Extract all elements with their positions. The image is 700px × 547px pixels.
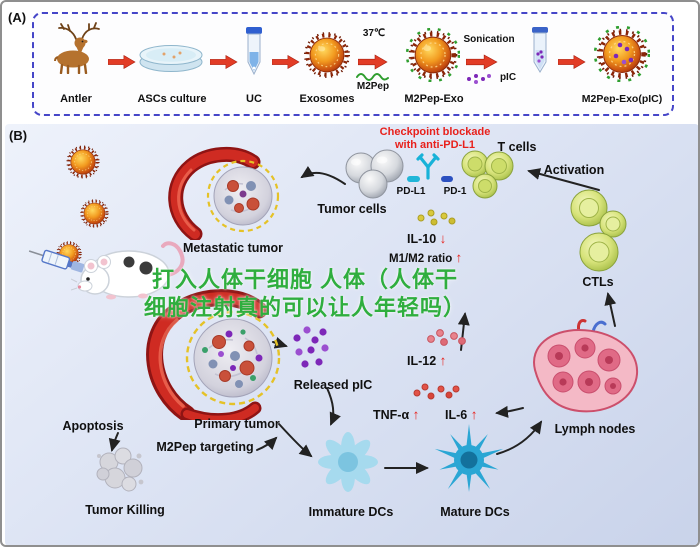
arrow-icon — [558, 54, 586, 70]
petri-dish-icon — [138, 42, 204, 74]
lymph-nodes-label: Lymph nodes — [554, 422, 636, 436]
m2pep-exo-pic-icon — [594, 26, 650, 82]
pd-1-label: PD-1 — [443, 186, 467, 197]
up-arrow-icon: ↑ — [412, 407, 420, 422]
exosome-particle-icon — [65, 144, 101, 180]
cytokine-dots-icon — [423, 327, 469, 351]
checkpoint-note-line2: with anti-PD-L1 — [394, 139, 476, 151]
cytokine-name: IL-10 — [407, 232, 437, 246]
cytokine-name: TNF-α — [373, 408, 410, 422]
mature-dc-icon — [431, 420, 507, 500]
up-arrow-icon: ↑ — [439, 353, 447, 368]
up-arrow-icon: ↑ — [470, 407, 478, 422]
mouse-icon — [71, 224, 191, 312]
tumor-cells-graphic — [339, 146, 413, 202]
watermark-line2: 细胞注射真的可以让人年轻吗） — [143, 295, 466, 320]
apoptotic-cell-icon — [89, 440, 151, 500]
arrow-icon — [272, 54, 300, 70]
cytokine-tnf-alpha: TNF-α ↑ — [373, 407, 419, 422]
cytokine-il-12: IL-12 ↑ — [407, 353, 446, 368]
m2pep-exo-icon — [406, 28, 460, 82]
down-arrow-icon: ↓ — [439, 231, 447, 246]
lymph-node-graphic — [521, 318, 649, 420]
primary-tumor-graphic — [135, 276, 307, 420]
m2pep-targeting-label: M2Pep targeting — [156, 440, 254, 454]
cytokine-name: IL-12 — [407, 354, 437, 368]
metastatic-tumor-label: Metastatic tumor — [182, 241, 284, 255]
anti-pd-l1-antibody-icon — [415, 152, 441, 180]
panel-a-tag: (A) — [8, 10, 27, 25]
cytokine-name: M1/M2 ratio — [389, 253, 453, 265]
tumor-killing-label: Tumor Killing — [85, 503, 165, 517]
cytokine-dots-icon — [409, 381, 463, 405]
apoptosis-label: Apoptosis — [62, 419, 124, 433]
pd-1-molecule — [441, 176, 453, 182]
exosome-particle-icon — [79, 198, 110, 229]
cytokine-dots-icon — [413, 206, 459, 230]
step-label-m2pep-exo: M2Pep-Exo — [404, 93, 464, 105]
cytokine-il-6: IL-6 ↑ — [445, 407, 477, 422]
watermark-line1: 打入人体干细胞 人体（人体干 — [151, 267, 459, 292]
primary-tumor-label: Primary tumor — [194, 417, 280, 431]
arrow-icon — [108, 54, 136, 70]
checkpoint-note-line1: Checkpoint blockade — [379, 126, 491, 138]
step-label-m2pep-exo-pic: M2Pep-Exo(pIC) — [581, 93, 663, 105]
m2pep-squiggle-icon — [356, 70, 390, 82]
ctls-graphic — [559, 184, 635, 276]
ctls-label: CTLs — [582, 275, 614, 289]
step-label-ascs: ASCs culture — [137, 93, 207, 105]
pd-l1-molecule — [407, 176, 420, 182]
cytokine-m1-m2-ratio: M1/M2 ratio ↑ — [389, 250, 462, 265]
released-pic-dots-icon — [285, 322, 341, 378]
metastatic-tumor-graphic — [161, 144, 297, 240]
t-cells-label: T cells — [497, 140, 537, 154]
pic-dots-icon — [464, 72, 494, 86]
mature-dcs-label: Mature DCs — [440, 505, 510, 519]
centrifuge-tube-icon — [244, 26, 264, 76]
immature-dcs-label: Immature DCs — [308, 505, 394, 519]
temperature-label: 37℃ — [362, 28, 386, 39]
exosome-icon — [302, 30, 352, 80]
up-arrow-icon: ↑ — [455, 250, 463, 265]
deer-antler-icon — [46, 20, 104, 74]
arrow-icon — [466, 54, 498, 70]
panel-a: Antler ASCs culture UC — [32, 12, 674, 116]
arrow-icon — [210, 54, 238, 70]
cytokine-name: IL-6 — [445, 408, 468, 422]
pd-l1-label: PD-L1 — [396, 186, 426, 197]
syringe-icon — [24, 237, 89, 280]
arrow-icon — [358, 54, 388, 70]
released-pic-label: Released pIC — [293, 378, 373, 392]
panel-b: (B) — [5, 124, 698, 545]
t-cells-graphic — [455, 144, 523, 204]
step-label-uc: UC — [246, 93, 262, 105]
pic-label: pIC — [499, 72, 517, 83]
m2pep-label: M2Pep — [356, 81, 390, 92]
sonication-vial-icon — [528, 26, 552, 74]
cytokine-il-10: IL-10 ↓ — [407, 231, 446, 246]
watermark: 打入人体干细胞 人体（人体干 细胞注射真的可以让人年轻吗） — [60, 266, 550, 322]
step-label-exosomes: Exosomes — [299, 93, 355, 105]
tumor-cells-label: Tumor cells — [317, 202, 387, 216]
immature-dc-icon — [313, 424, 383, 500]
sonication-label: Sonication — [463, 34, 515, 45]
step-label-antler: Antler — [60, 93, 92, 105]
activation-label: Activation — [543, 163, 605, 177]
panel-b-tag: (B) — [9, 128, 28, 143]
